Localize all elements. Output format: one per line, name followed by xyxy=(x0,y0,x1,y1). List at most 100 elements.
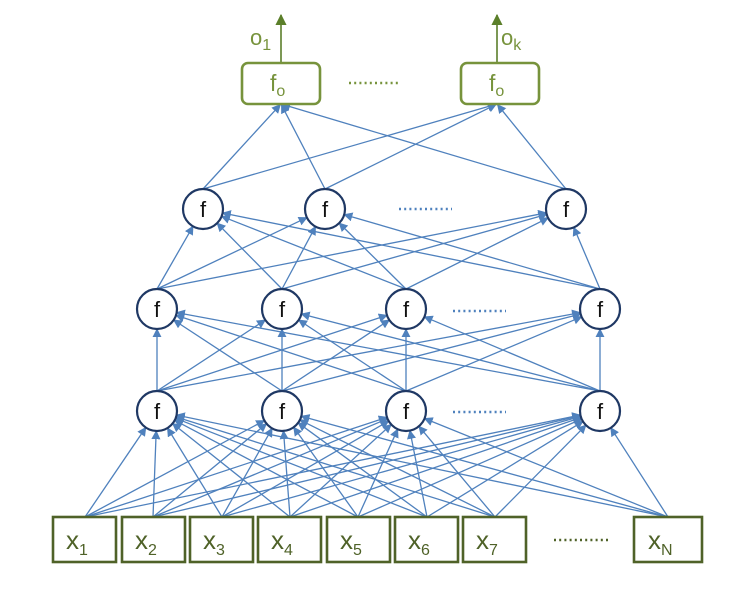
connection-edge xyxy=(152,413,582,518)
input-label: x2 xyxy=(135,525,157,559)
hidden-layer-3: f f f xyxy=(181,187,588,231)
connection-edge xyxy=(357,418,583,518)
connection-edge xyxy=(173,419,359,518)
connection-edge xyxy=(152,417,389,518)
connection-edge xyxy=(297,319,407,392)
neuron: f xyxy=(578,389,622,433)
output-unit-1-label: fo xyxy=(270,70,285,100)
neuron: f xyxy=(578,287,622,331)
connection-edge xyxy=(300,311,601,392)
neuron: f xyxy=(260,287,304,331)
neuron-label: f xyxy=(279,399,286,424)
connection-edge xyxy=(281,225,317,290)
connection-edge xyxy=(156,319,267,392)
input-node: x6 xyxy=(393,515,460,564)
hidden-layer-2: f f f f xyxy=(135,287,622,331)
connection-edge xyxy=(572,226,601,290)
output-arrows xyxy=(275,13,503,62)
input-node: x3 xyxy=(188,515,255,564)
connection-edge xyxy=(343,212,601,290)
connection-edge xyxy=(216,222,283,290)
input-node: x4 xyxy=(256,515,323,564)
neuron: f xyxy=(544,187,588,231)
connection-edge xyxy=(280,104,326,190)
connection-edge xyxy=(175,412,669,518)
output-unit-1: fo xyxy=(240,61,322,106)
connection-edge xyxy=(84,426,147,518)
input-node: x5 xyxy=(325,515,392,564)
connection-edge xyxy=(297,422,428,518)
input-label: x1 xyxy=(66,525,88,559)
neuron: f xyxy=(135,287,179,331)
connection-edge xyxy=(289,423,392,518)
connection-edge xyxy=(84,415,388,518)
connection-edge xyxy=(426,420,584,518)
input-label: x7 xyxy=(476,525,498,559)
neuron-label: f xyxy=(597,297,604,322)
output-label-1: o1 xyxy=(250,25,271,54)
connection-edge xyxy=(156,313,388,392)
input-label: xN xyxy=(648,525,673,559)
connection-edge xyxy=(300,414,669,518)
neuron-label: f xyxy=(563,197,570,222)
neuron: f xyxy=(384,287,428,331)
neuron-label: f xyxy=(154,399,161,424)
connection-edge xyxy=(156,225,194,290)
connection-edge xyxy=(174,417,428,518)
connection-edge xyxy=(281,311,582,392)
input-node: x7 xyxy=(461,515,528,564)
connection-edge xyxy=(357,428,399,518)
connection-edge xyxy=(175,313,407,392)
connection-edge xyxy=(418,425,496,518)
neuron-label: f xyxy=(403,297,410,322)
input-layer: x1 x2 x3 x4 x5 x6 x7 xN xyxy=(51,515,704,564)
output-label-2: ok xyxy=(501,25,522,54)
connection-edges xyxy=(84,102,669,518)
connection-edge xyxy=(221,414,582,518)
connection-edge xyxy=(175,415,496,518)
connection-edge xyxy=(281,102,567,190)
neuron: f xyxy=(181,187,225,231)
output-unit-2-label: fo xyxy=(489,70,504,100)
input-label: x4 xyxy=(271,525,293,559)
connection-edge xyxy=(156,309,582,392)
input-label: x6 xyxy=(408,525,430,559)
neuron-label: f xyxy=(200,197,207,222)
connection-edge xyxy=(172,319,283,392)
connection-edge xyxy=(610,427,669,518)
hidden-layer-1: f f f f xyxy=(135,389,622,433)
connection-edge xyxy=(324,103,497,190)
connection-edge xyxy=(221,210,601,290)
output-unit-2: fo xyxy=(459,61,541,106)
connection-edge xyxy=(494,424,587,518)
connection-edge xyxy=(166,427,223,518)
neuron: f xyxy=(260,389,304,433)
output-labels: o1 ok xyxy=(250,25,522,54)
neuron-label: f xyxy=(154,297,161,322)
connection-edge xyxy=(151,430,161,518)
connection-edge xyxy=(405,315,583,392)
neuron: f xyxy=(135,389,179,433)
neuron: f xyxy=(303,187,347,231)
neuron-label: f xyxy=(597,399,604,424)
connection-edge xyxy=(407,429,428,518)
connection-edge xyxy=(299,419,496,518)
input-node: xN xyxy=(632,515,704,564)
input-label: x3 xyxy=(203,525,225,559)
connection-edge xyxy=(338,222,407,290)
connection-edge xyxy=(175,309,601,392)
connection-edge xyxy=(202,102,497,190)
connection-edge xyxy=(497,104,567,190)
neuron-label: f xyxy=(403,399,410,424)
connection-edge xyxy=(221,427,273,518)
input-node: x1 xyxy=(51,515,118,564)
neuron-label: f xyxy=(322,197,329,222)
input-label: x5 xyxy=(340,525,362,559)
input-node: x2 xyxy=(120,515,187,564)
connection-edge xyxy=(279,429,291,518)
neuron-label: f xyxy=(279,297,286,322)
connection-edge xyxy=(84,419,266,518)
connection-edge xyxy=(202,104,281,190)
connection-edge xyxy=(289,415,582,518)
